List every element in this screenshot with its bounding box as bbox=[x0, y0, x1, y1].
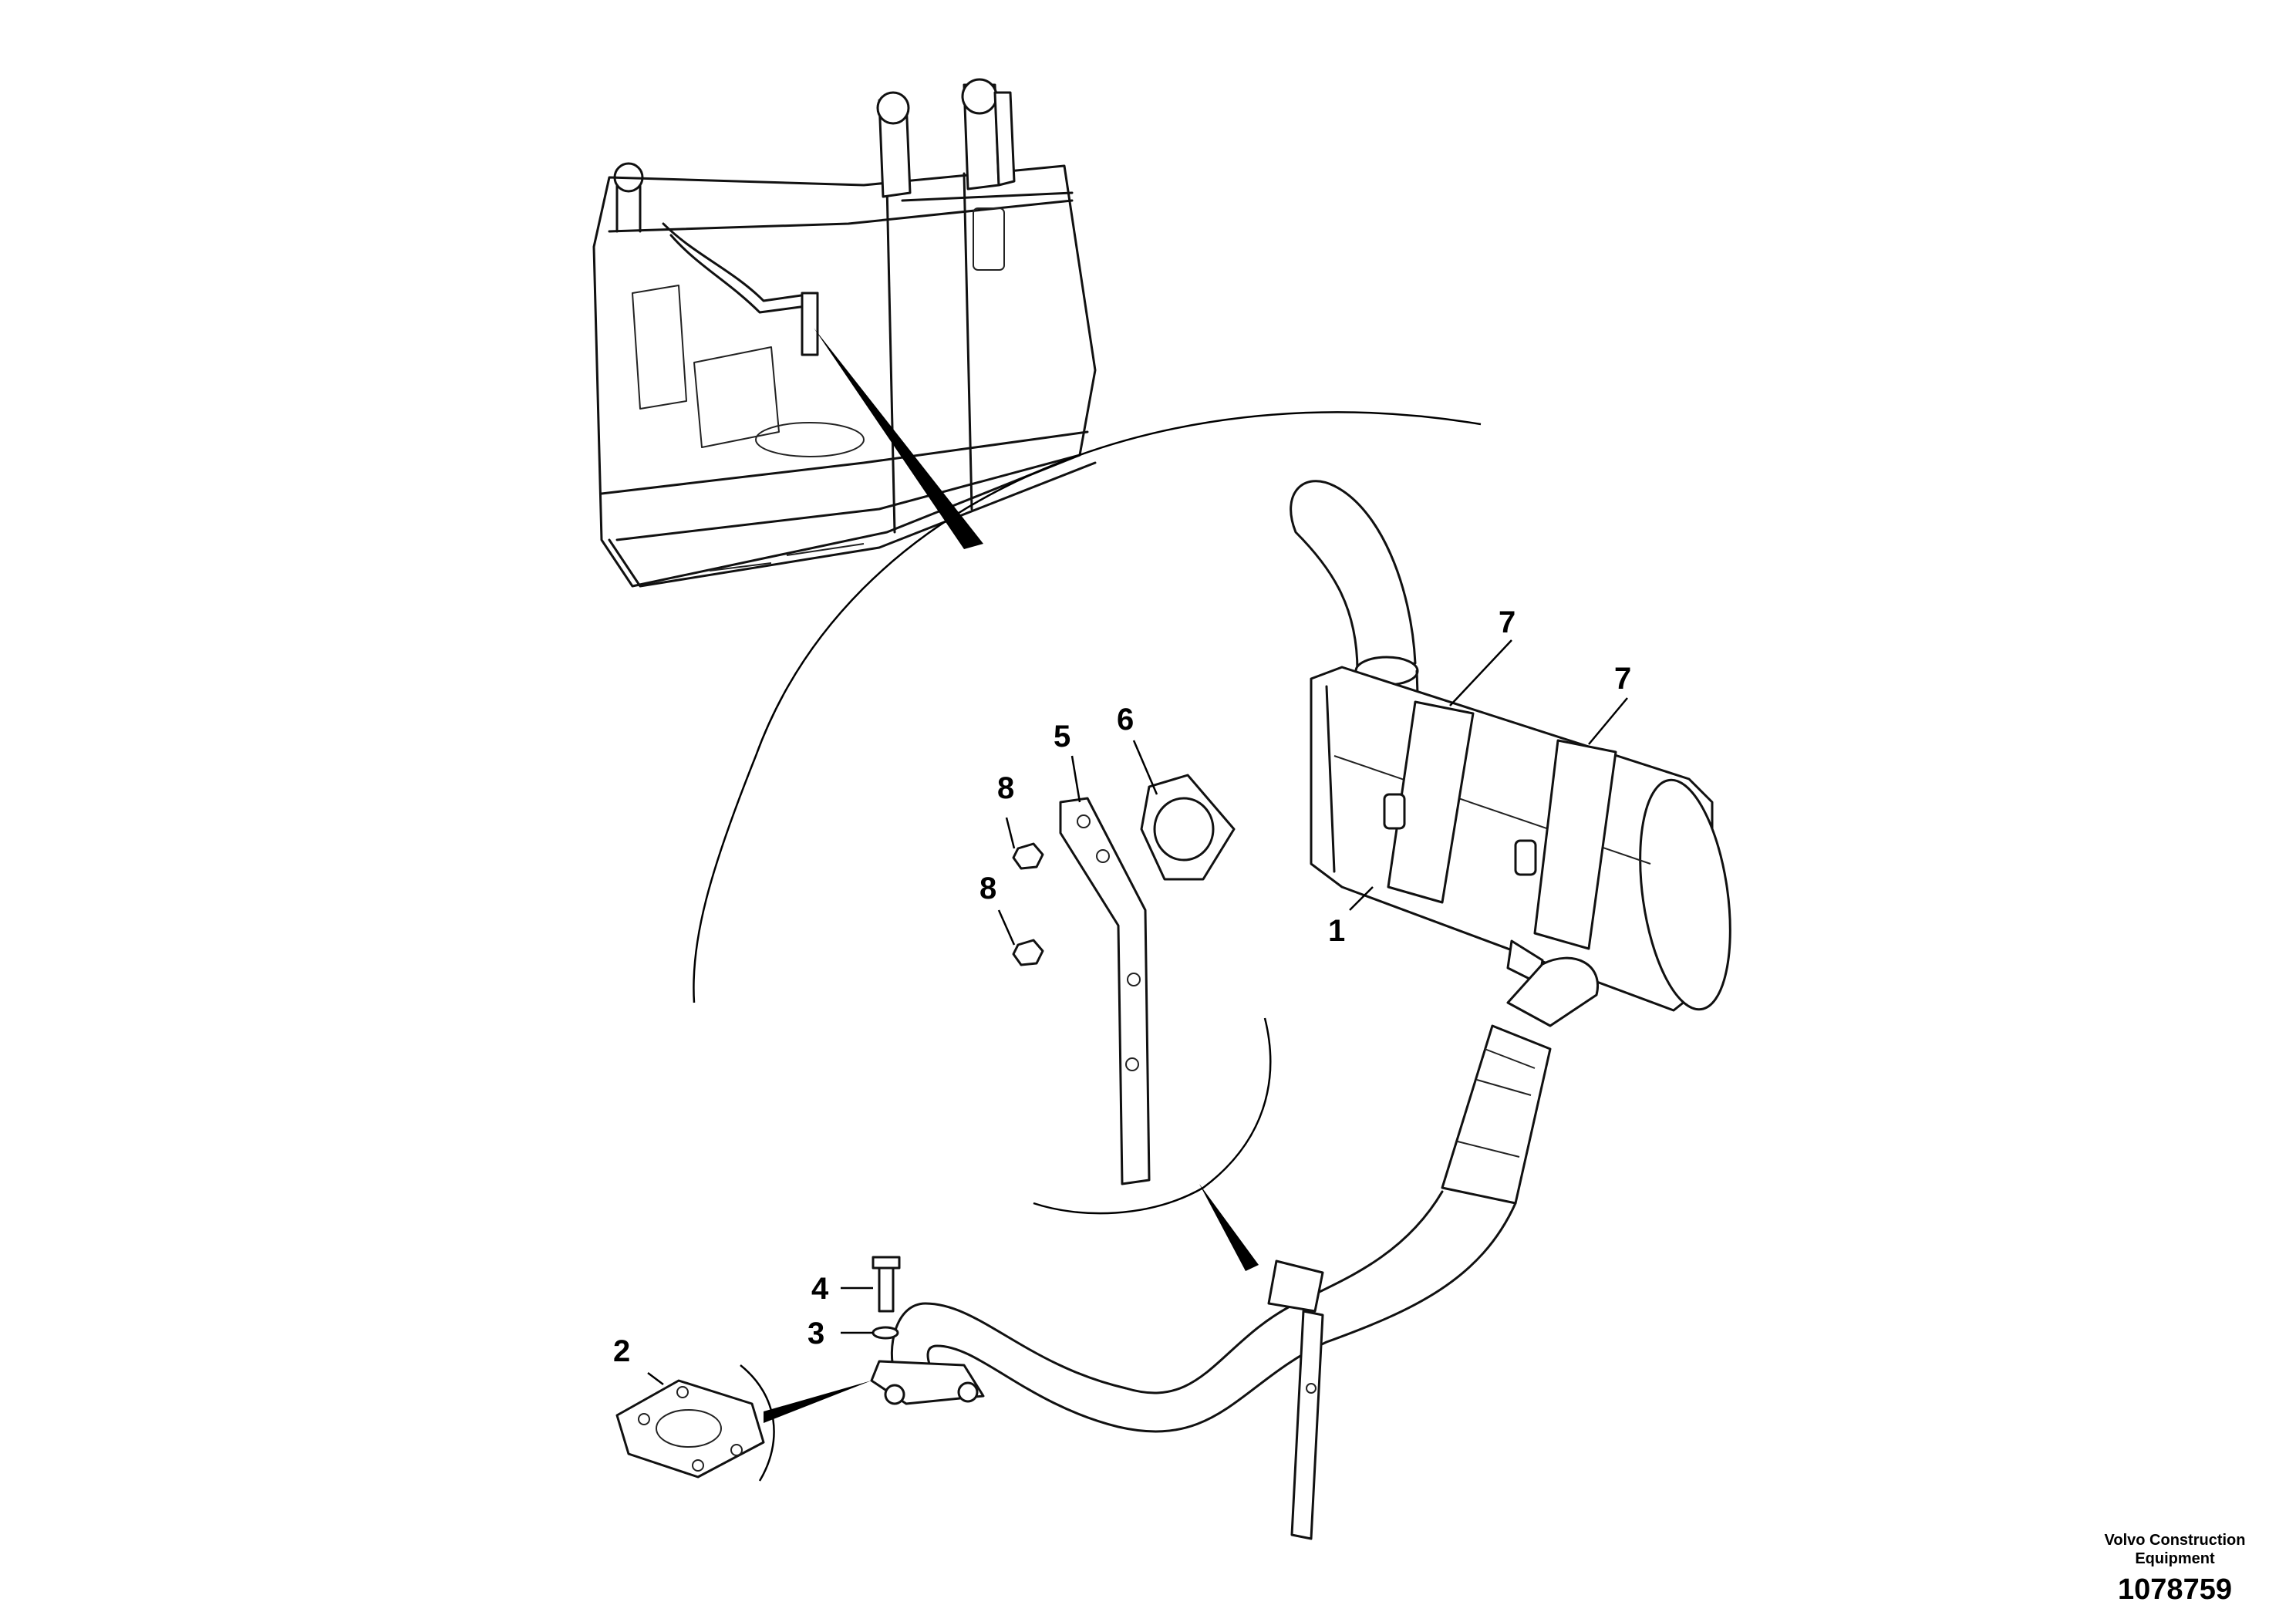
leader-6 bbox=[1132, 740, 1158, 795]
maker-label: Volvo Construction Equipment bbox=[2082, 1531, 2267, 1568]
maker-line-1: Volvo Construction bbox=[2104, 1532, 2246, 1549]
callout-2: 2 bbox=[613, 1334, 630, 1368]
callout-4: 4 bbox=[811, 1272, 829, 1306]
callout-7a: 7 bbox=[1499, 605, 1515, 639]
maker-line-2: Equipment bbox=[2135, 1550, 2215, 1567]
exhaust-pipe bbox=[870, 1190, 1517, 1540]
bolt-and-washer bbox=[872, 1256, 901, 1340]
detail-circle-arc bbox=[693, 411, 1482, 1003]
callout-3: 3 bbox=[807, 1317, 824, 1351]
muffler bbox=[1290, 480, 1731, 1012]
callout-5: 5 bbox=[1054, 720, 1070, 754]
callout-6: 6 bbox=[1117, 703, 1134, 737]
document-number: 1078759 bbox=[2118, 1573, 2232, 1606]
leader-2 bbox=[647, 1372, 664, 1385]
leader-5 bbox=[1070, 755, 1081, 803]
leader-7b bbox=[1588, 697, 1628, 745]
flex-pipe bbox=[1441, 956, 1599, 1205]
bracket-detail-arc bbox=[1033, 1017, 1272, 1215]
leader-8a bbox=[1005, 817, 1016, 849]
overview-pointer bbox=[814, 328, 983, 549]
gasket-detail-arc bbox=[740, 1364, 775, 1482]
leader-8b bbox=[997, 909, 1016, 946]
bracket-detail bbox=[1012, 774, 1236, 1185]
callout-8b: 8 bbox=[979, 872, 996, 905]
gasket-pointer bbox=[764, 1381, 872, 1423]
machine-frame-overview bbox=[592, 78, 1097, 588]
bracket-pointer bbox=[1199, 1184, 1259, 1271]
callout-7b: 7 bbox=[1614, 662, 1631, 696]
leader-7a bbox=[1449, 639, 1512, 706]
gasket-detail bbox=[615, 1379, 765, 1479]
callout-1: 1 bbox=[1328, 914, 1345, 948]
leader-1 bbox=[1349, 886, 1374, 911]
callout-8a: 8 bbox=[997, 771, 1014, 805]
